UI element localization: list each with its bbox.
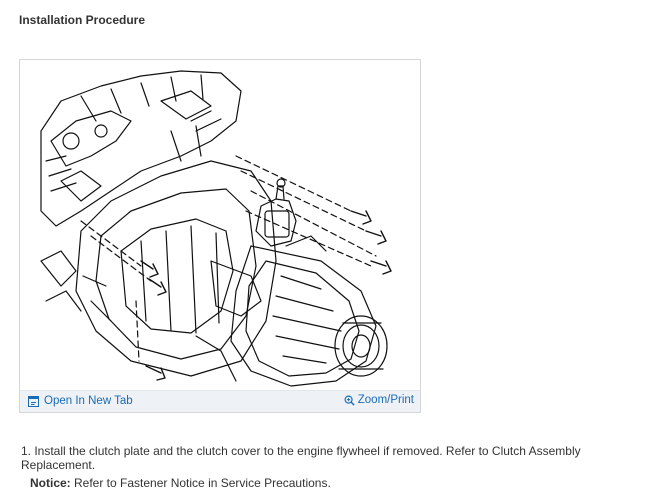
page-heading: Installation Procedure: [19, 13, 146, 27]
diagram-svg: [40, 70, 392, 387]
open-in-new-tab-link[interactable]: Open In New Tab: [28, 395, 133, 407]
step-item: 1. Install the clutch plate and the clut…: [21, 444, 581, 472]
zoom-print-label: Zoom/Print: [357, 394, 414, 406]
notice: Notice: Refer to Fastener Notice in Serv…: [30, 476, 331, 490]
step-list: 1. Install the clutch plate and the clut…: [21, 444, 650, 472]
notice-text: Refer to Fastener Notice in Service Prec…: [70, 476, 331, 490]
figure-card: Open In New Tab Zoom/Print: [19, 59, 421, 413]
magnifier-plus-icon: [344, 395, 355, 406]
open-in-new-tab-label: Open In New Tab: [44, 395, 133, 407]
transmission-diagram[interactable]: [21, 61, 419, 391]
figure-toolbar: Open In New Tab Zoom/Print: [20, 390, 420, 412]
notice-label: Notice:: [30, 476, 71, 490]
open-in-new-tab-icon: [28, 395, 39, 407]
zoom-print-link[interactable]: Zoom/Print: [344, 394, 414, 406]
